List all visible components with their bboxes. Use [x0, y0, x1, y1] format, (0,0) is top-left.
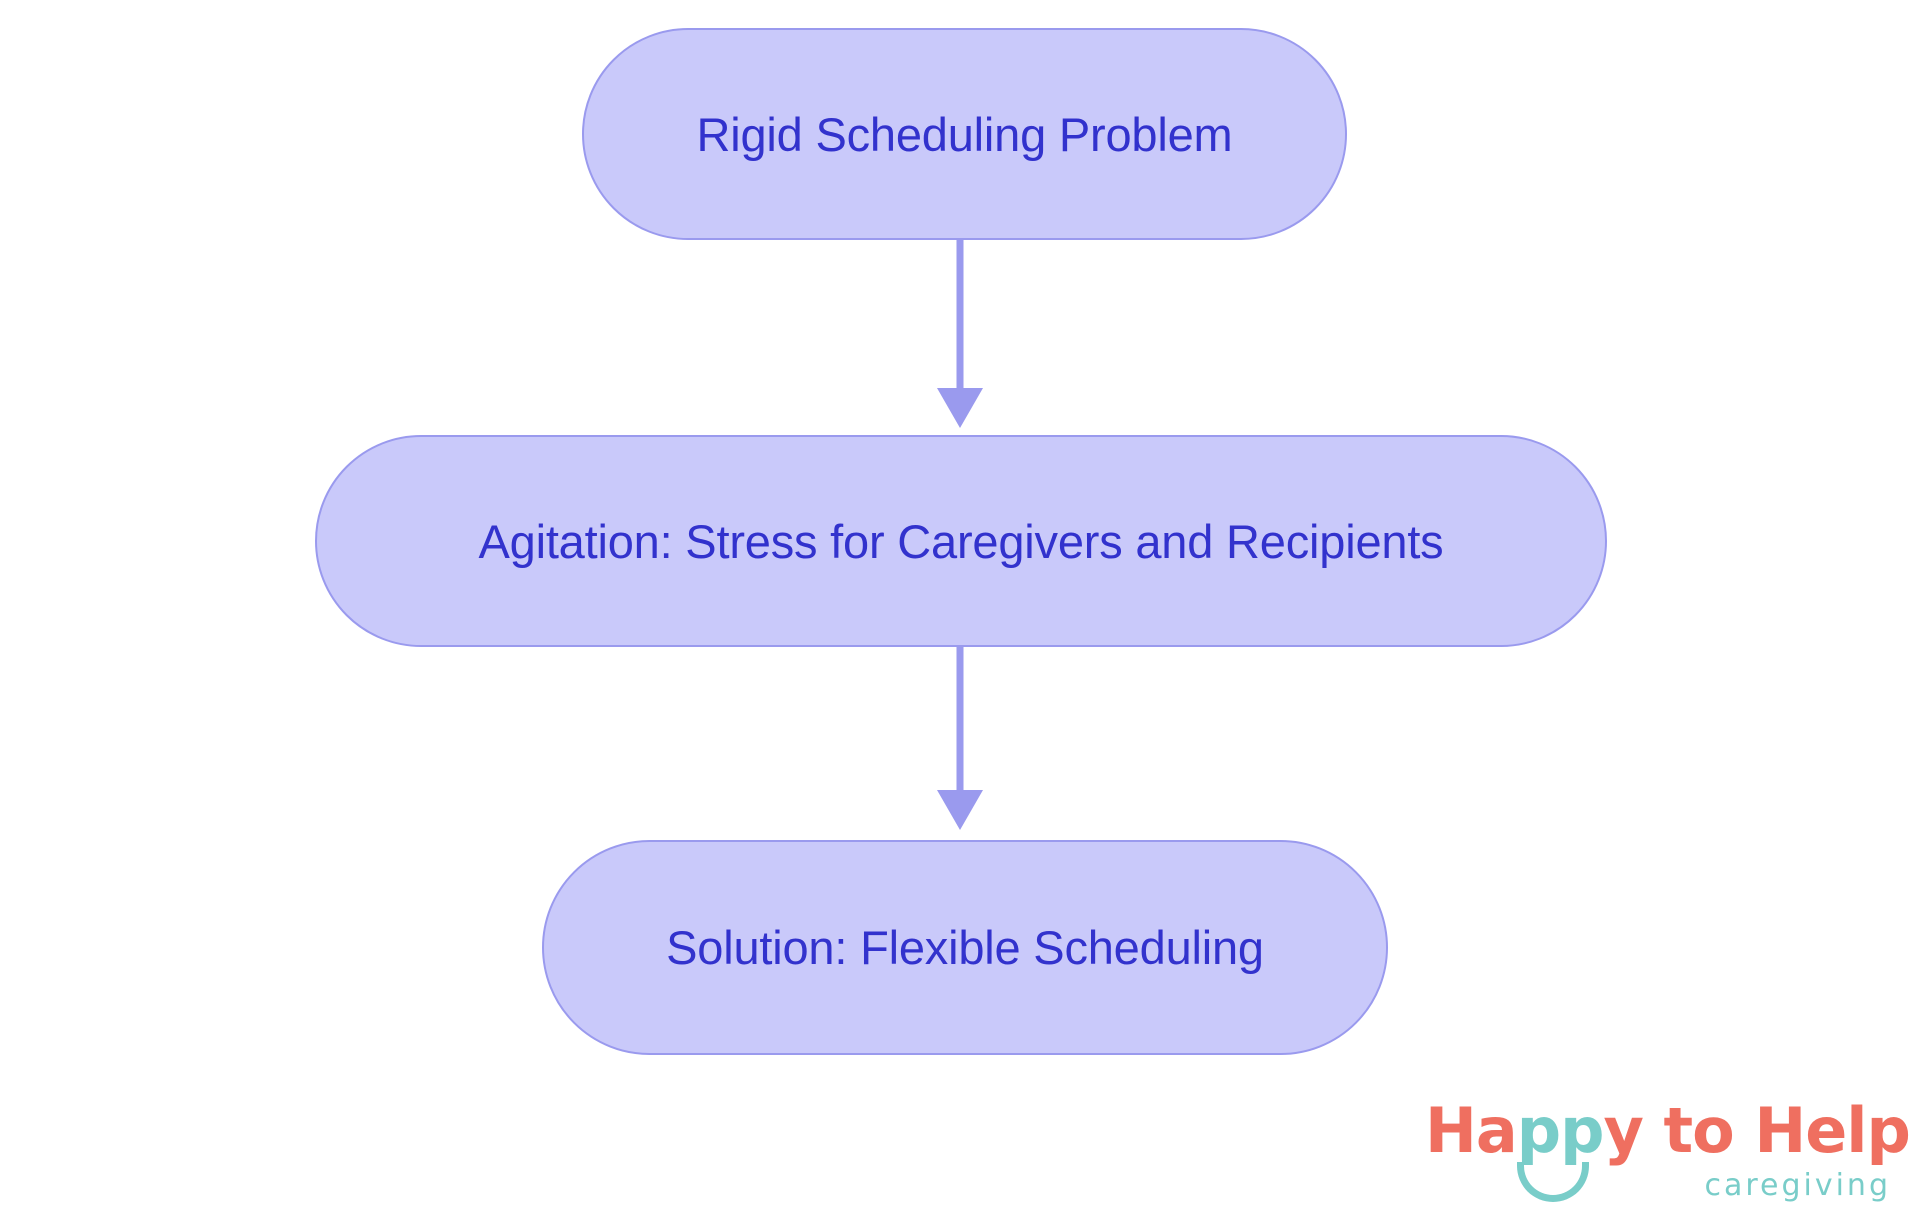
edge-node2-to-node3	[937, 647, 983, 830]
flow-node-label: Solution: Flexible Scheduling	[666, 921, 1264, 974]
flow-node-label: Agitation: Stress for Caregivers and Rec…	[478, 514, 1444, 568]
happy-to-help-logo: Happy to Help caregiving	[1425, 1100, 1911, 1210]
edge-node1-to-node2	[937, 240, 983, 428]
down-arrow-icon	[937, 388, 983, 428]
logo-word-part-1: Ha	[1425, 1094, 1518, 1167]
logo-word-part-3: y to Help	[1603, 1094, 1911, 1167]
logo-word-part-2: pp	[1516, 1094, 1605, 1167]
smile-icon	[1517, 1162, 1589, 1202]
logo-tagline: caregiving	[1704, 1168, 1891, 1203]
flow-node-solution-flexible-scheduling[interactable]: Solution: Flexible Scheduling	[542, 840, 1388, 1055]
flow-node-rigid-scheduling-problem[interactable]: Rigid Scheduling Problem	[582, 28, 1347, 240]
flow-node-agitation-stress[interactable]: Agitation: Stress for Caregivers and Rec…	[315, 435, 1607, 647]
down-arrow-icon	[937, 790, 983, 830]
logo-wordmark: Happy to Help	[1425, 1100, 1911, 1162]
flow-node-label: Rigid Scheduling Problem	[696, 107, 1233, 161]
